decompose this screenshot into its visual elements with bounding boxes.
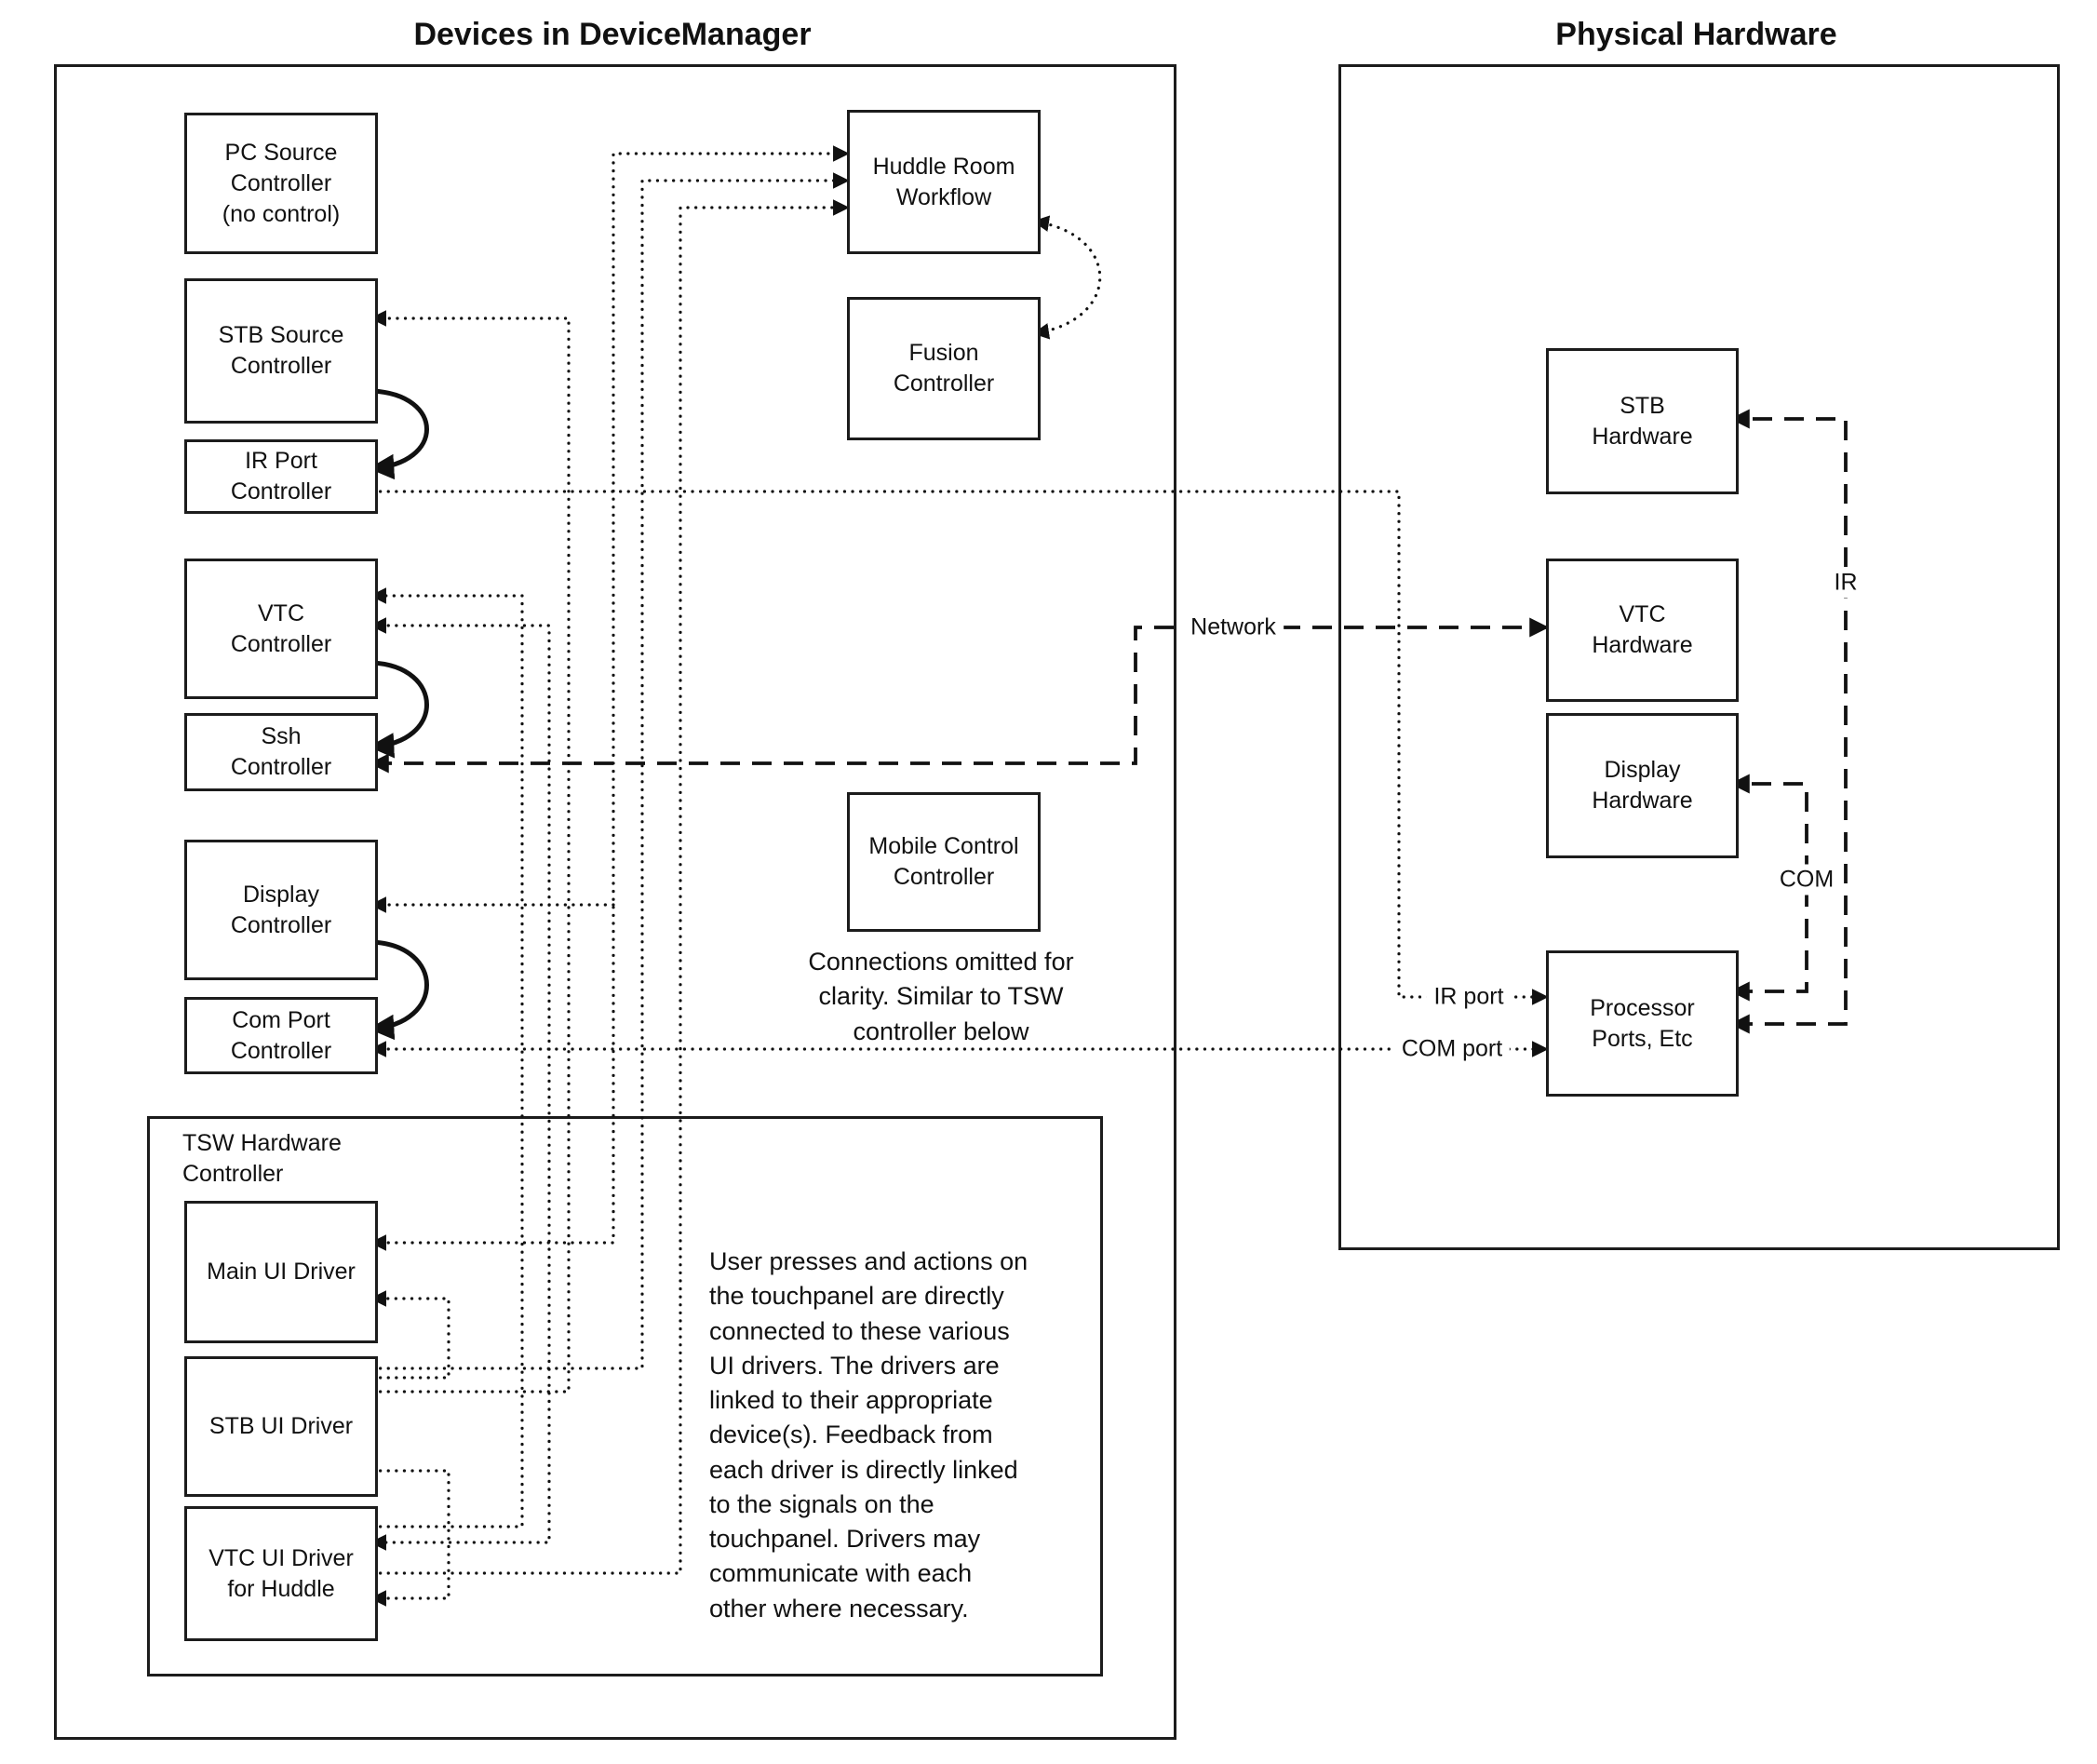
network-edge-label: Network [1183, 612, 1284, 643]
node-vtc-hardware: VTC Hardware [1546, 559, 1739, 702]
tsw-hardware-controller-label: TSW Hardware Controller [182, 1130, 342, 1187]
node-pc-source-controller: PC Source Controller (no control) [184, 113, 378, 254]
device-manager-container [54, 64, 1176, 1740]
ir-edge-label: IR [1826, 567, 1865, 599]
node-mobile-control-controller: Mobile Control Controller [847, 792, 1041, 932]
node-display-hardware: Display Hardware [1546, 713, 1739, 858]
node-stb-source-controller: STB Source Controller [184, 278, 378, 424]
node-main-ui-driver: Main UI Driver [184, 1201, 378, 1343]
mobile-control-note: Connections omitted for clarity. Similar… [808, 948, 1074, 1045]
node-ssh-controller: Ssh Controller [184, 713, 378, 791]
node-display-controller: Display Controller [184, 840, 378, 980]
node-ir-port-controller: IR Port Controller [184, 439, 378, 514]
node-com-port-controller: Com Port Controller [184, 997, 378, 1074]
tsw-driver-description: User presses and actions on the touchpan… [709, 1247, 1028, 1623]
ir-port-edge-label: IR port [1426, 981, 1512, 1013]
node-processor-ports: Processor Ports, Etc [1546, 950, 1739, 1097]
node-stb-hardware: STB Hardware [1546, 348, 1739, 494]
node-stb-ui-driver: STB UI Driver [184, 1356, 378, 1497]
solid-connections [368, 388, 429, 1041]
device-manager-title: Devices in DeviceManager [413, 17, 812, 52]
node-vtc-ui-driver: VTC UI Driver for Huddle [184, 1506, 378, 1641]
node-vtc-controller: VTC Controller [184, 559, 378, 699]
com-port-edge-label: COM port [1393, 1033, 1511, 1065]
node-fusion-controller: Fusion Controller [847, 297, 1041, 440]
com-edge-label: COM [1771, 864, 1842, 895]
physical-hardware-title: Physical Hardware [1555, 17, 1837, 52]
node-huddle-room-workflow: Huddle Room Workflow [847, 110, 1041, 254]
